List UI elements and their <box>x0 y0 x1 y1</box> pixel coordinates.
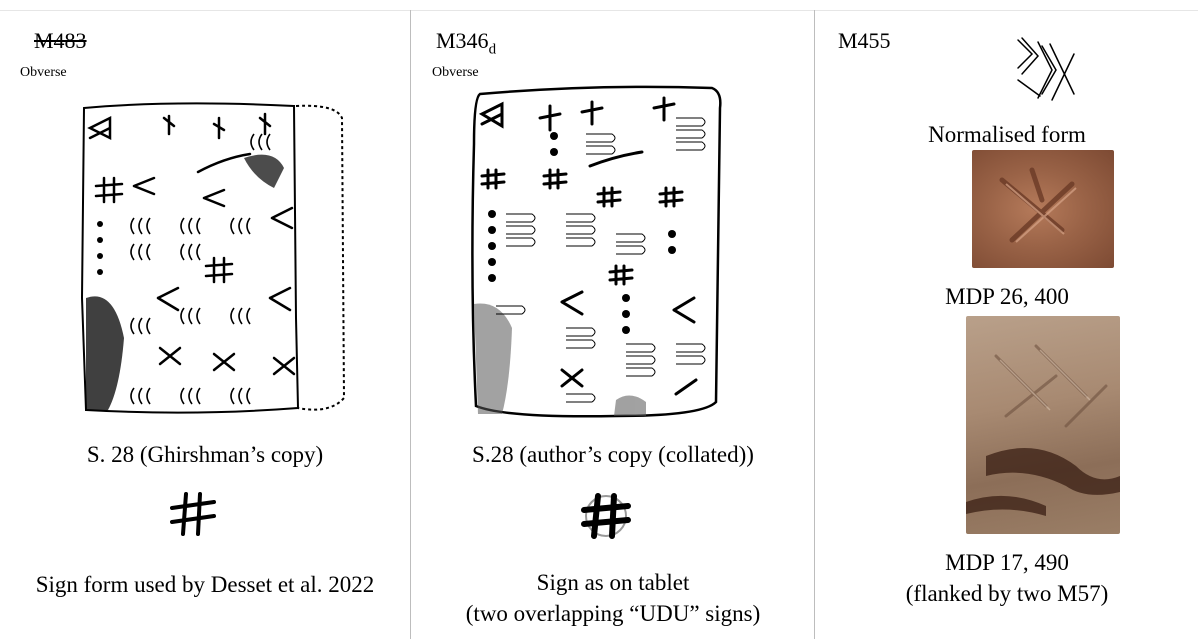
face-label-obverse: Obverse <box>20 65 67 80</box>
caption-author-copy: S.28 (author’s copy (collated)) <box>472 442 754 467</box>
caption-desset-sign: Sign form used by Desset et al. 2022 <box>35 572 375 597</box>
sign-code-m483: M483 <box>34 28 87 53</box>
caption-ghirshman-copy: S. 28 (Ghirshman’s copy) <box>86 442 324 467</box>
sign-as-on-tablet <box>581 493 631 539</box>
panel-m346d: M346d Obverse <box>412 10 814 639</box>
top-border <box>0 10 1198 11</box>
panel-divider-1 <box>410 10 411 639</box>
normalised-sign-m455 <box>1017 37 1075 101</box>
sign-code-m346d: M346d <box>436 28 497 58</box>
caption-overlapping-udu: (two overlapping “UDU” signs) <box>465 601 761 626</box>
tablet-drawing-ghirshman <box>80 102 346 414</box>
sign-code-m455: M455 <box>838 28 891 53</box>
caption-normalised-form: Normalised form <box>928 122 1086 147</box>
caption-mdp-26-400: MDP 26, 400 <box>945 284 1069 309</box>
panel-m483: M483 Obverse <box>0 10 410 639</box>
photo-mdp-26-400 <box>972 150 1114 268</box>
photo-mdp-17-490 <box>966 316 1120 534</box>
panel-m455: M455 Normalised form MDP 26, 400 <box>816 10 1198 639</box>
photo-tablet-surface <box>966 344 1120 516</box>
caption-sign-on-tablet: Sign as on tablet <box>536 570 690 595</box>
caption-flanked-m57: (flanked by two M57) <box>905 581 1109 606</box>
sign-code-subscript: d <box>488 41 497 58</box>
panel-divider-2 <box>814 10 815 639</box>
photo-sign-impression <box>999 167 1077 243</box>
tablet-drawing-author <box>471 85 722 418</box>
sign-form-desset <box>170 492 216 536</box>
caption-mdp-17-490: MDP 17, 490 <box>945 550 1069 575</box>
face-label-obverse-2: Obverse <box>432 65 479 80</box>
